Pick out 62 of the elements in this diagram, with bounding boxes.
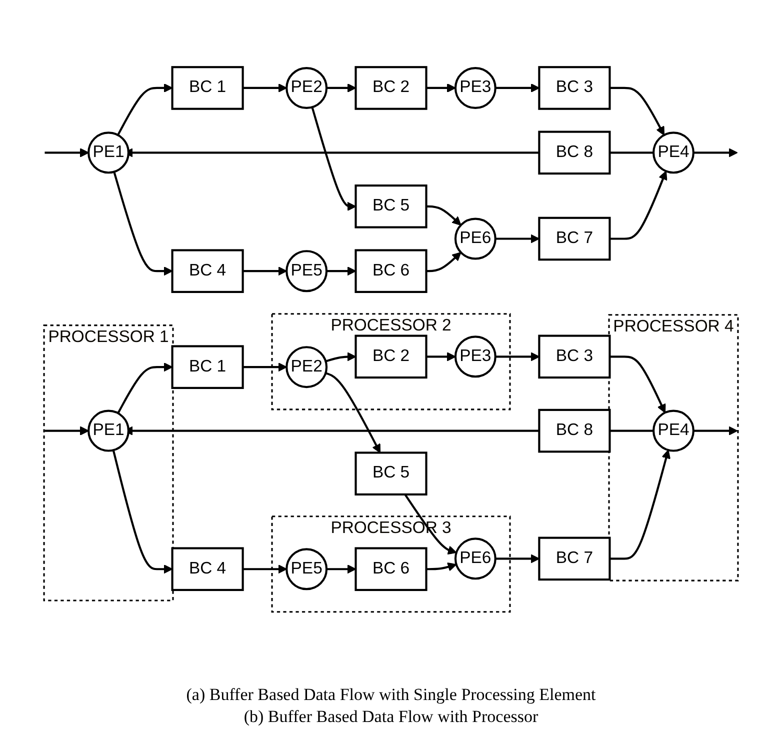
arrow [325, 372, 381, 454]
process-circle: PE3 [454, 66, 496, 109]
arrow [426, 205, 462, 226]
arrow [495, 234, 540, 244]
arrow [326, 564, 356, 574]
buffer-box: BC 6 [354, 249, 428, 293]
arrow [44, 426, 89, 436]
buffer-box: BC 7 [538, 536, 611, 581]
arrow [426, 252, 462, 272]
arrow [426, 352, 456, 362]
process-circle: PE5 [286, 548, 328, 590]
arrow [426, 83, 456, 93]
process-circle: PE4 [652, 132, 694, 174]
arrow [326, 83, 356, 93]
buffer-box: BC 3 [538, 66, 611, 110]
arrow [112, 450, 173, 574]
buffer-box: BC 4 [171, 547, 244, 592]
arrow [44, 148, 89, 158]
process-circle: PE2 [286, 346, 328, 388]
process-circle: PE1 [88, 410, 130, 452]
process-circle: PE5 [286, 250, 328, 292]
buffer-box: BC 3 [538, 334, 611, 379]
buffer-box: BC 4 [171, 249, 244, 293]
arrow [610, 356, 666, 414]
process-circle: PE3 [454, 336, 496, 378]
arrow [693, 148, 738, 158]
buffer-box: BC 8 [538, 130, 611, 175]
arrow [610, 170, 668, 240]
process-circle: PE6 [454, 218, 496, 260]
arrow [404, 494, 457, 555]
process-circle: PE1 [88, 132, 130, 174]
caption-text: (b) Buffer Based Data Flow with Processor [242, 707, 540, 727]
arrow [610, 86, 664, 136]
arrow [117, 362, 173, 414]
arrow [242, 564, 288, 574]
buffer-box: BC 6 [354, 547, 428, 592]
arrow [495, 554, 540, 564]
process-circle: PE2 [286, 66, 328, 109]
arrow [495, 352, 540, 362]
arrow [242, 83, 288, 93]
arrow [311, 106, 356, 211]
arrow [426, 562, 457, 572]
arrow [610, 450, 671, 560]
buffer-box: BC 7 [538, 216, 611, 261]
buffer-box: BC 5 [354, 184, 428, 228]
arrow [117, 83, 173, 136]
arrow [242, 266, 288, 276]
buffer-box: BC 1 [171, 345, 244, 389]
arrow [325, 352, 356, 362]
arrow [495, 83, 540, 93]
buffer-box: BC 2 [354, 66, 428, 110]
process-circle: PE4 [652, 410, 694, 452]
buffer-box: BC 5 [354, 452, 428, 496]
arrow [326, 266, 356, 276]
arrow [242, 362, 288, 372]
buffer-box: BC 8 [538, 408, 611, 453]
buffer-box: BC 2 [354, 334, 428, 379]
buffer-box: BC 1 [171, 66, 244, 110]
arrow [693, 426, 738, 436]
arrow [113, 172, 173, 276]
process-circle: PE6 [454, 538, 496, 580]
caption-text: (a) Buffer Based Data Flow with Single Processing Element [186, 685, 596, 705]
